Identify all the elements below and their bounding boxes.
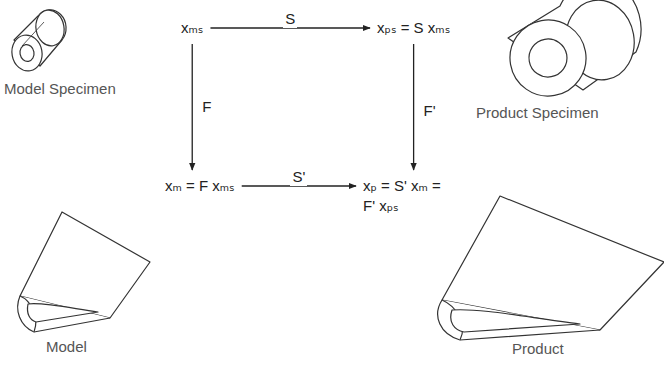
part-name: Model [46, 338, 87, 356]
part-name: Product [512, 340, 564, 358]
equation-text: xₘ = F xₘₛ [165, 176, 235, 196]
model-specimen-tube [9, 8, 67, 73]
part-name: Product Specimen [476, 104, 599, 122]
mapping-label: F [200, 98, 213, 116]
equation-node: xₚₛ = S xₘₛ [374, 16, 453, 40]
product-wing [438, 196, 664, 340]
equation-text: xₚₛ = S xₘₛ [377, 18, 450, 38]
mapping-label: F' [422, 102, 438, 120]
product-specimen-tube [504, 0, 641, 102]
equation-node: xₘₛ [178, 16, 206, 40]
mapping-label: S [283, 10, 297, 28]
equation-node: xₘ = F xₘₛ [162, 174, 238, 198]
equation-text: xₚ = S' xₘ = F' xₚₛ [363, 176, 455, 216]
part-name: Model Specimen [4, 80, 116, 98]
model-wing [18, 212, 150, 332]
equation-node: xₚ = S' xₘ = F' xₚₛ [360, 174, 458, 218]
mapping-arrow [413, 44, 414, 170]
equation-text: xₘₛ [181, 18, 203, 38]
mapping-label: S' [290, 168, 307, 186]
mapping-arrow [192, 44, 193, 170]
